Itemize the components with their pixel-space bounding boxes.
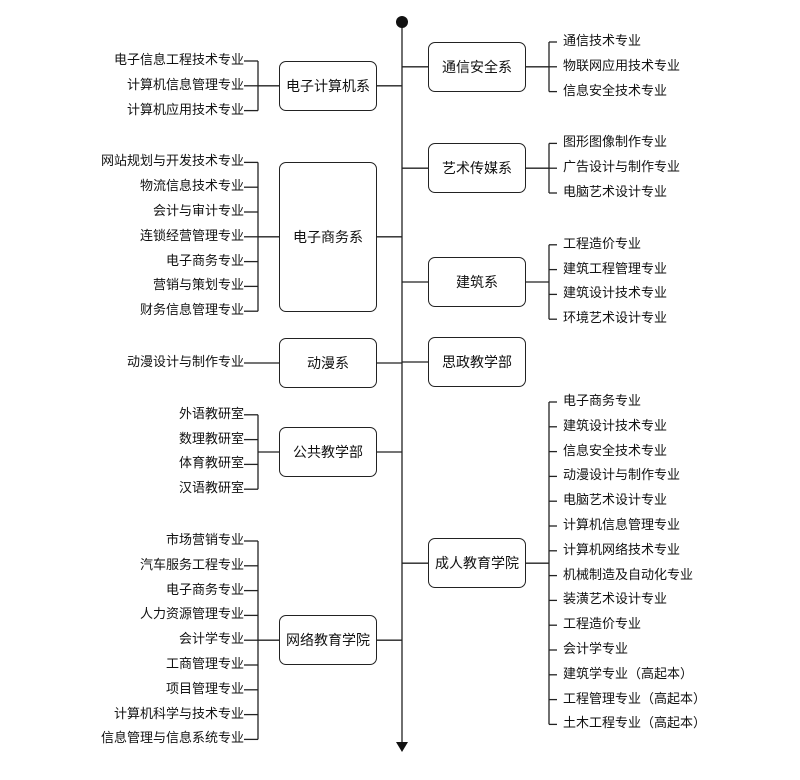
- left-major-label: 电子商务专业: [165, 582, 244, 598]
- left-department-node: 网络教育学院: [279, 615, 377, 666]
- left-major-label: 工商管理专业: [165, 657, 244, 672]
- left-major-label: 连锁经营管理专业: [139, 228, 244, 244]
- right-major-label: 图形图像制作专业: [563, 135, 668, 151]
- right-major-label: 电子商务专业: [563, 394, 642, 409]
- left-major-label: 市场营销专业: [165, 533, 244, 548]
- right-major-label: 广告设计与制作专业: [563, 160, 681, 176]
- right-major-label: 通信技术专业: [563, 34, 642, 49]
- right-department-node: 思政教学部: [428, 337, 526, 387]
- left-major-label: 计算机科学与技术专业: [113, 706, 244, 722]
- right-major-label: 信息安全技术专业: [563, 83, 668, 99]
- left-department-node: 公共教学部: [279, 427, 377, 477]
- right-major-label: 建筑工程管理专业: [563, 261, 668, 277]
- right-major-label: 计算机网络技术专业: [563, 542, 681, 558]
- right-major-label: 信息安全技术专业: [563, 443, 668, 459]
- left-major-label: 汽车服务工程专业: [139, 557, 244, 573]
- left-department-node: 动漫系: [279, 338, 377, 388]
- left-major-label: 计算机信息管理专业: [126, 77, 244, 93]
- right-department-node: 成人教育学院: [428, 538, 526, 589]
- left-major-label: 会计学专业: [178, 632, 244, 648]
- left-department-node: 电子计算机系: [279, 60, 377, 111]
- left-major-label: 人力资源管理专业: [139, 607, 244, 623]
- left-major-label: 项目管理专业: [165, 681, 244, 697]
- right-major-label: 建筑学专业（高起本）: [563, 666, 694, 682]
- left-major-label: 会计与审计专业: [152, 204, 244, 219]
- left-major-label: 数理教研室: [178, 431, 244, 447]
- right-major-label: 电脑艺术设计专业: [563, 185, 668, 200]
- right-major-label: 工程管理专业（高起本）: [563, 691, 707, 707]
- right-major-label: 计算机信息管理专业: [563, 518, 681, 533]
- left-major-label: 外语教研室: [178, 406, 244, 422]
- right-major-label: 动漫设计与制作专业: [563, 468, 681, 484]
- right-major-label: 环境艺术设计专业: [563, 311, 668, 327]
- axis-start-dot: [396, 16, 408, 28]
- left-major-label: 信息管理与信息系统专业: [100, 731, 244, 747]
- left-major-label: 物流信息技术专业: [139, 179, 244, 195]
- right-major-label: 工程造价专业: [563, 236, 642, 252]
- left-department-node: 电子商务系: [279, 161, 377, 312]
- left-major-label: 体育教研室: [178, 456, 244, 472]
- right-major-label: 建筑设计技术专业: [563, 286, 668, 302]
- left-major-label: 计算机应用技术专业: [126, 102, 244, 118]
- right-major-label: 会计学专业: [563, 642, 629, 657]
- left-major-label: 动漫设计与制作专业: [126, 355, 244, 370]
- right-major-label: 电脑艺术设计专业: [563, 493, 668, 509]
- right-department-node: 建筑系: [428, 257, 526, 307]
- left-major-label: 网站规划与开发技术专业: [100, 154, 244, 170]
- right-department-node: 通信安全系: [428, 41, 526, 92]
- axis-arrowhead: [396, 742, 408, 752]
- left-major-label: 汉语教研室: [178, 481, 244, 497]
- right-major-label: 物联网应用技术专业: [563, 58, 681, 74]
- left-major-label: 电子商务专业: [165, 253, 244, 269]
- right-major-label: 工程造价专业: [563, 617, 642, 633]
- left-major-label: 电子信息工程技术专业: [113, 53, 244, 68]
- right-major-label: 装潢艺术设计专业: [563, 592, 668, 608]
- right-major-label: 建筑设计技术专业: [563, 418, 668, 434]
- right-department-node: 艺术传媒系: [428, 143, 526, 194]
- left-major-label: 财务信息管理专业: [139, 303, 244, 319]
- right-major-label: 机械制造及自动化专业: [563, 567, 694, 583]
- left-major-label: 营销与策划专业: [152, 278, 244, 294]
- right-major-label: 土木工程专业（高起本）: [563, 716, 707, 732]
